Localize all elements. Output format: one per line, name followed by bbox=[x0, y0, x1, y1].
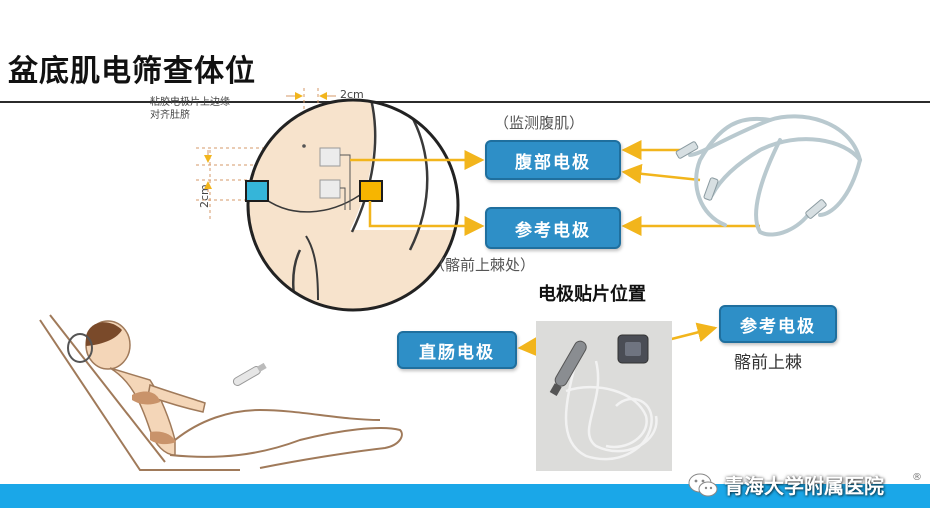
reference-electrode-photo-button: 参考电极 bbox=[719, 305, 837, 343]
abdominal-electrode-lower bbox=[319, 179, 341, 199]
teal-electrode bbox=[245, 180, 269, 202]
asis-photo-note: 髂前上棘 bbox=[734, 353, 802, 373]
monitor-note: （监测腹肌） bbox=[494, 114, 585, 132]
navel-note: 粘胶电极片上边缘 对齐肚脐 bbox=[150, 96, 230, 122]
wechat-icon bbox=[688, 473, 718, 496]
abdominal-electrode-upper bbox=[319, 147, 341, 167]
reference-electrode-button: 参考电极 bbox=[485, 207, 621, 249]
asis-note: （髂前上棘处） bbox=[430, 256, 536, 274]
navel-note-line1: 粘胶电极片上边缘 bbox=[150, 97, 230, 108]
rectal-electrode-button: 直肠电极 bbox=[397, 331, 517, 369]
watermark: 青海大学附属医院 bbox=[688, 470, 884, 499]
distance-label-top: 2cm bbox=[340, 88, 364, 101]
electrode-photo bbox=[536, 321, 672, 471]
photo-caption: 电极贴片位置 bbox=[538, 284, 646, 305]
electrode-photo-drawing bbox=[536, 321, 672, 471]
abdominal-electrode-button: 腹部电极 bbox=[485, 140, 621, 180]
page-title: 盆底肌电筛查体位 bbox=[8, 54, 256, 89]
registered-mark: ® bbox=[912, 472, 922, 483]
footer-bar bbox=[0, 484, 930, 508]
navel-note-line2: 对齐肚脐 bbox=[150, 110, 190, 121]
watermark-text: 青海大学附属医院 bbox=[724, 474, 884, 498]
yellow-electrode bbox=[359, 180, 383, 202]
title-divider bbox=[0, 101, 930, 103]
